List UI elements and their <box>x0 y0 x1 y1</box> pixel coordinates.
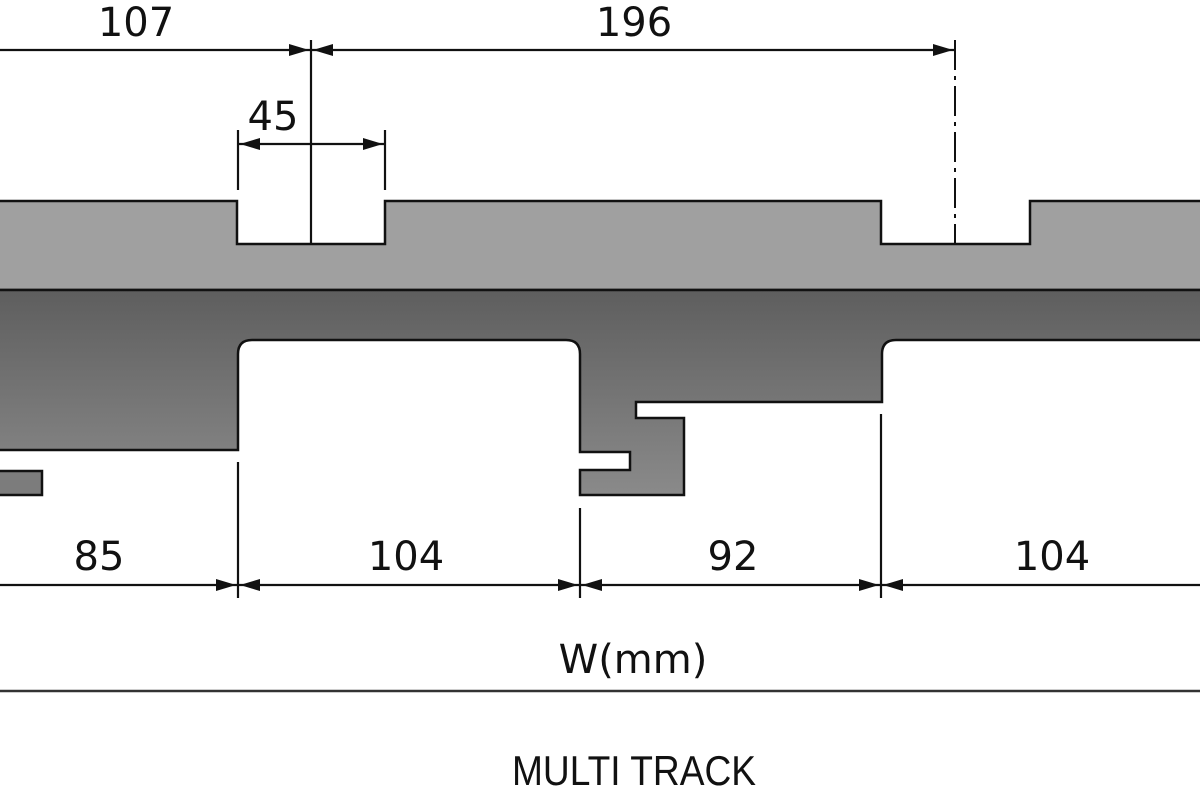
arrow-45-left <box>240 138 260 150</box>
dim-45-label: 45 <box>248 94 299 140</box>
top-rail-light <box>0 199 1200 292</box>
arrow-104a-right <box>558 579 578 591</box>
arrow-92-right <box>859 579 879 591</box>
dim-104-label-b: 104 <box>1014 534 1090 580</box>
lower-body-dark <box>0 288 1200 497</box>
overall-width-label: W(mm) <box>559 637 708 683</box>
arrow-107-right <box>289 44 309 56</box>
arrow-104b-left <box>883 579 903 591</box>
dim-107-label: 107 <box>98 0 174 46</box>
arrow-85-right <box>216 579 236 591</box>
arrow-196-left <box>313 44 333 56</box>
arrow-196-right <box>933 44 953 56</box>
arrow-104a-left <box>240 579 260 591</box>
arrow-92-left <box>582 579 602 591</box>
left-foot <box>0 469 44 497</box>
arrow-45-right <box>363 138 383 150</box>
dim-92-label: 92 <box>708 534 759 580</box>
dim-196-label: 196 <box>596 0 672 46</box>
dim-104-label-a: 104 <box>368 534 444 580</box>
dim-85-label: 85 <box>74 534 125 580</box>
caption-title: MULTI TRACK <box>512 747 756 794</box>
